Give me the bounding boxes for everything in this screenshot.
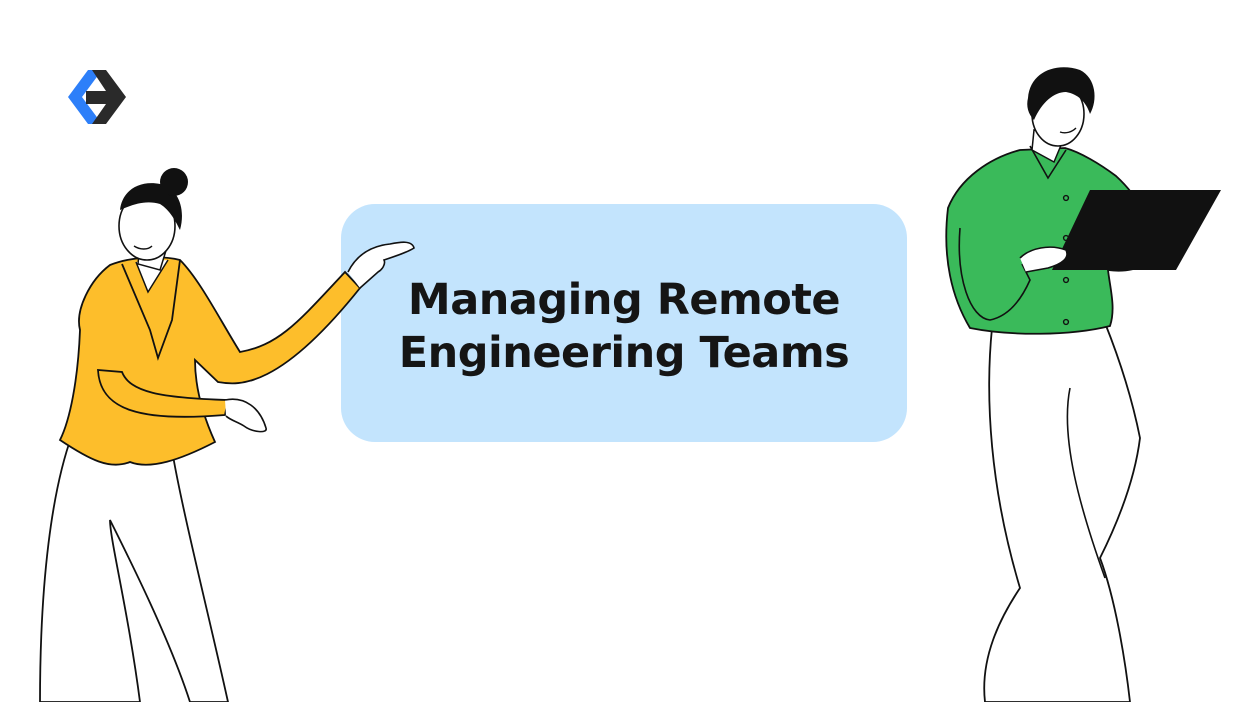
woman-raised-hand — [347, 241, 415, 289]
man-button — [1062, 318, 1070, 326]
man-hair — [1027, 67, 1095, 120]
woman-jacket — [58, 256, 362, 466]
man-button — [1062, 276, 1070, 284]
man-arm — [958, 227, 1031, 321]
woman-lower-hand — [224, 398, 267, 433]
logo-dark-part — [86, 70, 126, 124]
woman-trousers — [39, 434, 229, 702]
man-trousers — [983, 322, 1141, 702]
man-button — [1062, 194, 1070, 202]
woman-smile — [133, 245, 153, 250]
man-leg-line — [1066, 387, 1106, 579]
brand-logo-icon — [68, 70, 126, 124]
woman-lower-arm — [97, 369, 230, 418]
man-laptop-illustration — [945, 67, 1221, 702]
woman-hair — [120, 183, 182, 230]
man-smile — [1059, 127, 1077, 134]
woman-hair-bun — [160, 168, 188, 196]
woman-lapel — [121, 259, 181, 361]
logo-blue-part — [68, 70, 102, 124]
laptop-icon — [1052, 190, 1221, 270]
man-collar — [1029, 145, 1067, 180]
title-card: Managing Remote Engineering Teams — [341, 204, 907, 442]
man-hand — [1019, 246, 1068, 273]
woman-presenting-illustration — [39, 168, 415, 702]
title-line-2: Engineering Teams — [398, 328, 850, 378]
page-title: Managing Remote Engineering Teams — [398, 274, 850, 380]
title-line-1: Managing Remote — [407, 275, 841, 325]
